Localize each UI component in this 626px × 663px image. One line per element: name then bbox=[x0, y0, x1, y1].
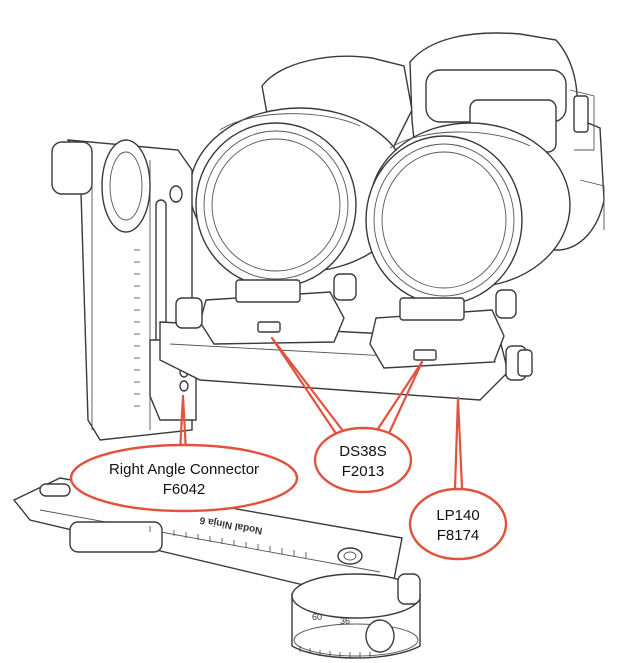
rotator-mark-1: 60 bbox=[312, 612, 322, 622]
callout-ds38s-title: DS38S bbox=[339, 443, 387, 460]
callout-right-angle-title: Right Angle Connector bbox=[109, 461, 259, 478]
vertical-arm-scale bbox=[134, 249, 140, 407]
leader-ds38s bbox=[270, 336, 424, 445]
left-lens bbox=[189, 107, 411, 288]
rotator-base: 60 36 bbox=[291, 573, 421, 659]
callout-lp140-title: LP140 bbox=[436, 507, 479, 524]
leader-right-angle bbox=[178, 394, 188, 453]
callout-right-angle-code: F6042 bbox=[163, 481, 206, 498]
callout-leaders bbox=[178, 336, 464, 489]
right-lens bbox=[365, 122, 571, 305]
callout-ds38s: DS38S F2013 bbox=[313, 426, 413, 494]
callout-lp140: LP140 F8174 bbox=[408, 487, 508, 561]
callout-ds38s-code: F2013 bbox=[342, 463, 385, 480]
horizontal-rail-scale bbox=[149, 526, 307, 558]
ds38s-clamp-left bbox=[175, 273, 357, 345]
rotator-mark-2: 36 bbox=[340, 616, 350, 626]
rotator-scale bbox=[299, 646, 371, 658]
leader-lp140 bbox=[453, 396, 464, 489]
callout-lp140-code: F8174 bbox=[437, 527, 480, 544]
ds38s-clamp-right bbox=[369, 289, 517, 369]
callout-right-angle-connector: Right Angle Connector F6042 bbox=[69, 443, 299, 513]
